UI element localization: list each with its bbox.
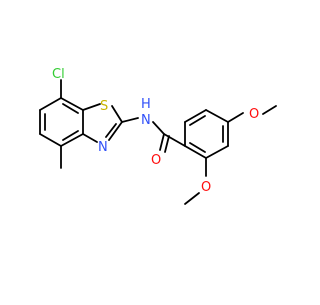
bond-s-c [111, 105, 123, 123]
bond-c-s [82, 103, 101, 111]
bond [60, 97, 84, 111]
bonds [39, 79, 277, 205]
bond-c-ring [163, 133, 186, 147]
bond-inner [189, 142, 206, 153]
bond [184, 145, 207, 159]
bond-c-o-double [164, 135, 170, 153]
bond-n-c [82, 133, 98, 143]
bond [39, 133, 62, 147]
atom-nh-n: N [141, 113, 151, 128]
bond [60, 133, 84, 147]
bond-inner [189, 115, 206, 126]
atom-o-carbonyl: O [151, 153, 161, 168]
bond [205, 109, 229, 123]
molecule-canvas: Cl S N N H O O O [39, 67, 277, 205]
atom-cl: Cl [52, 67, 65, 82]
atom-labels: Cl S N N H O O O [52, 67, 259, 195]
atom-o-methoxy-ortho: O [201, 180, 211, 195]
bond-c-n [108, 121, 123, 141]
structure-diagram: Cl S N N H O O O [39, 67, 277, 205]
atom-n-ring: N [98, 140, 108, 155]
bond-o-ch3 [262, 105, 277, 115]
atom-s: S [100, 99, 108, 114]
bond [184, 109, 207, 123]
bond-inner [62, 130, 79, 141]
atom-nh-h: H [141, 97, 151, 112]
bond-o-ch3 [184, 192, 200, 205]
bond-c-n-double [105, 123, 117, 138]
bond-inner [62, 103, 79, 114]
bond [39, 97, 62, 111]
bond [205, 145, 229, 159]
bond-nh-c [152, 121, 165, 135]
bond-c-o [159, 133, 165, 151]
bond-c-nh [121, 117, 139, 123]
bond-c-o [227, 112, 244, 123]
atom-o-methoxy-para: O [249, 107, 259, 122]
